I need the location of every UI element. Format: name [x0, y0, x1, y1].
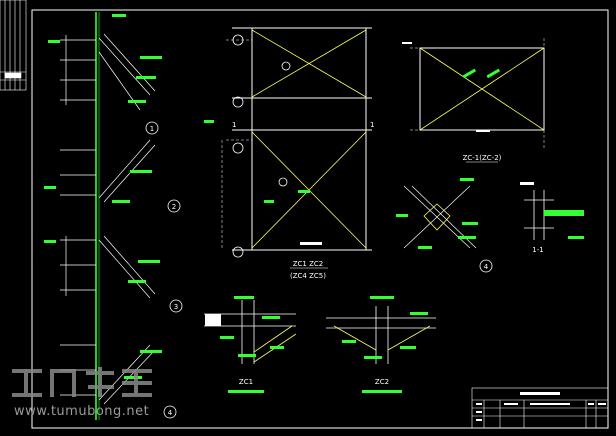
detail-tag-1: 1 — [150, 125, 154, 133]
section-mark-1: 1 — [370, 121, 374, 129]
section-mark-2: 1 — [232, 121, 236, 129]
title-block — [471, 387, 609, 429]
node-detail-zc2: ZC2 — [326, 296, 436, 393]
section-label: 1-1 — [532, 246, 543, 254]
drawing-border — [31, 9, 609, 429]
node-label-zc1: ZC1 — [239, 378, 253, 386]
plan-title: ZC-1(ZC-2) — [463, 154, 502, 162]
brace-column-details: 1 2 3 — [44, 12, 183, 420]
gusset-detail: 4 — [396, 178, 493, 273]
brace-elevation: 1 1 ZC1 ZC2 (ZC4 ZC5) — [204, 27, 374, 280]
node-label-zc2: ZC2 — [375, 378, 389, 386]
watermark-site-text: www.tumubong.net — [14, 404, 150, 419]
brace-plan: ZC-1(ZC-2) — [402, 38, 545, 163]
title-block-text — [476, 392, 606, 421]
watermark-logo — [12, 367, 152, 397]
elevation-subtitle: (ZC4 ZC5) — [290, 272, 326, 280]
detail-tag-5: 4 — [484, 263, 489, 271]
detail-tag-2: 2 — [172, 203, 176, 211]
section-1-1: 1-1 — [520, 182, 584, 254]
detail-tag-4: 4 — [168, 409, 173, 417]
left-legend-strip — [0, 0, 27, 91]
detail-tag-3: 3 — [174, 303, 178, 311]
node-detail-zc1: ZC1 — [204, 296, 297, 393]
elevation-title: ZC1 ZC2 — [293, 260, 324, 268]
